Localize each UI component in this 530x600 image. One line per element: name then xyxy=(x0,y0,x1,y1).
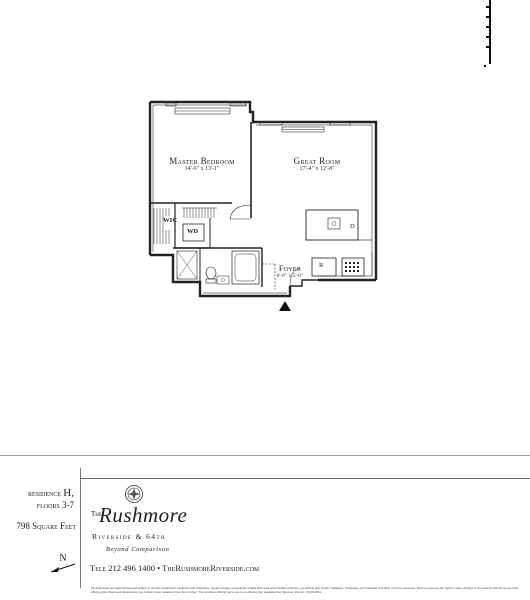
logo-rule xyxy=(80,478,530,479)
dishwasher-label: D xyxy=(350,223,355,230)
residence-prefix: residence xyxy=(28,488,62,498)
entry-arrow-icon xyxy=(279,301,291,311)
logo-location: Riverside & 64th xyxy=(92,532,166,541)
foyer-walls xyxy=(262,263,318,290)
kitchen xyxy=(305,209,373,277)
residence-info: residence H, floors 3-7 xyxy=(0,487,74,511)
master-bedroom-label: Master Bedroom 14'-6" x 13'-1" xyxy=(164,156,240,172)
bathroom xyxy=(173,247,263,287)
master-bedroom-dims: 14'-6" x 13'-1" xyxy=(184,166,220,172)
foyer-name: Foyer xyxy=(278,264,302,273)
residence-letter: H, xyxy=(63,487,74,499)
compass-north-label: N xyxy=(59,553,67,564)
great-room-dims: 17'-4" x 12'-8" xyxy=(299,166,335,172)
compass-arrow-icon xyxy=(50,563,76,573)
logo-tagline: Beyond Comparison xyxy=(106,546,170,553)
great-room-label: Great Room 17'-4" x 12'-8" xyxy=(278,156,356,172)
residence-line1: residence H, xyxy=(0,487,74,499)
foyer-label: Foyer 6'-6" x 5'-0" xyxy=(272,264,308,279)
refrigerator-label: R xyxy=(319,262,324,269)
foyer-dims: 6'-6" x 5'-0" xyxy=(276,273,304,279)
closets xyxy=(150,202,232,249)
outer-walls xyxy=(148,100,378,298)
rushmore-emblem-icon xyxy=(125,485,143,503)
wd-label: WD xyxy=(187,228,199,235)
wic-label: WIC xyxy=(163,217,178,224)
residence-floors: floors 3-7 xyxy=(36,500,74,510)
windows xyxy=(165,102,351,133)
square-feet: 798 Square Feet xyxy=(16,521,76,531)
great-room-name: Great Room xyxy=(293,156,341,166)
logo-the: The xyxy=(91,510,102,518)
partition-wall xyxy=(229,122,252,220)
footer-divider xyxy=(0,455,530,456)
legal-disclaimer: All dimensions are approximate and subje… xyxy=(91,587,519,594)
contact-line: Tele 212 496 1400 • TheRushmoreRiverside… xyxy=(90,563,260,573)
logo-name: Rushmore xyxy=(99,503,188,527)
decorative-bar xyxy=(484,0,491,67)
master-bedroom-name: Master Bedroom xyxy=(169,156,235,166)
footer-vertical-divider xyxy=(80,468,81,588)
